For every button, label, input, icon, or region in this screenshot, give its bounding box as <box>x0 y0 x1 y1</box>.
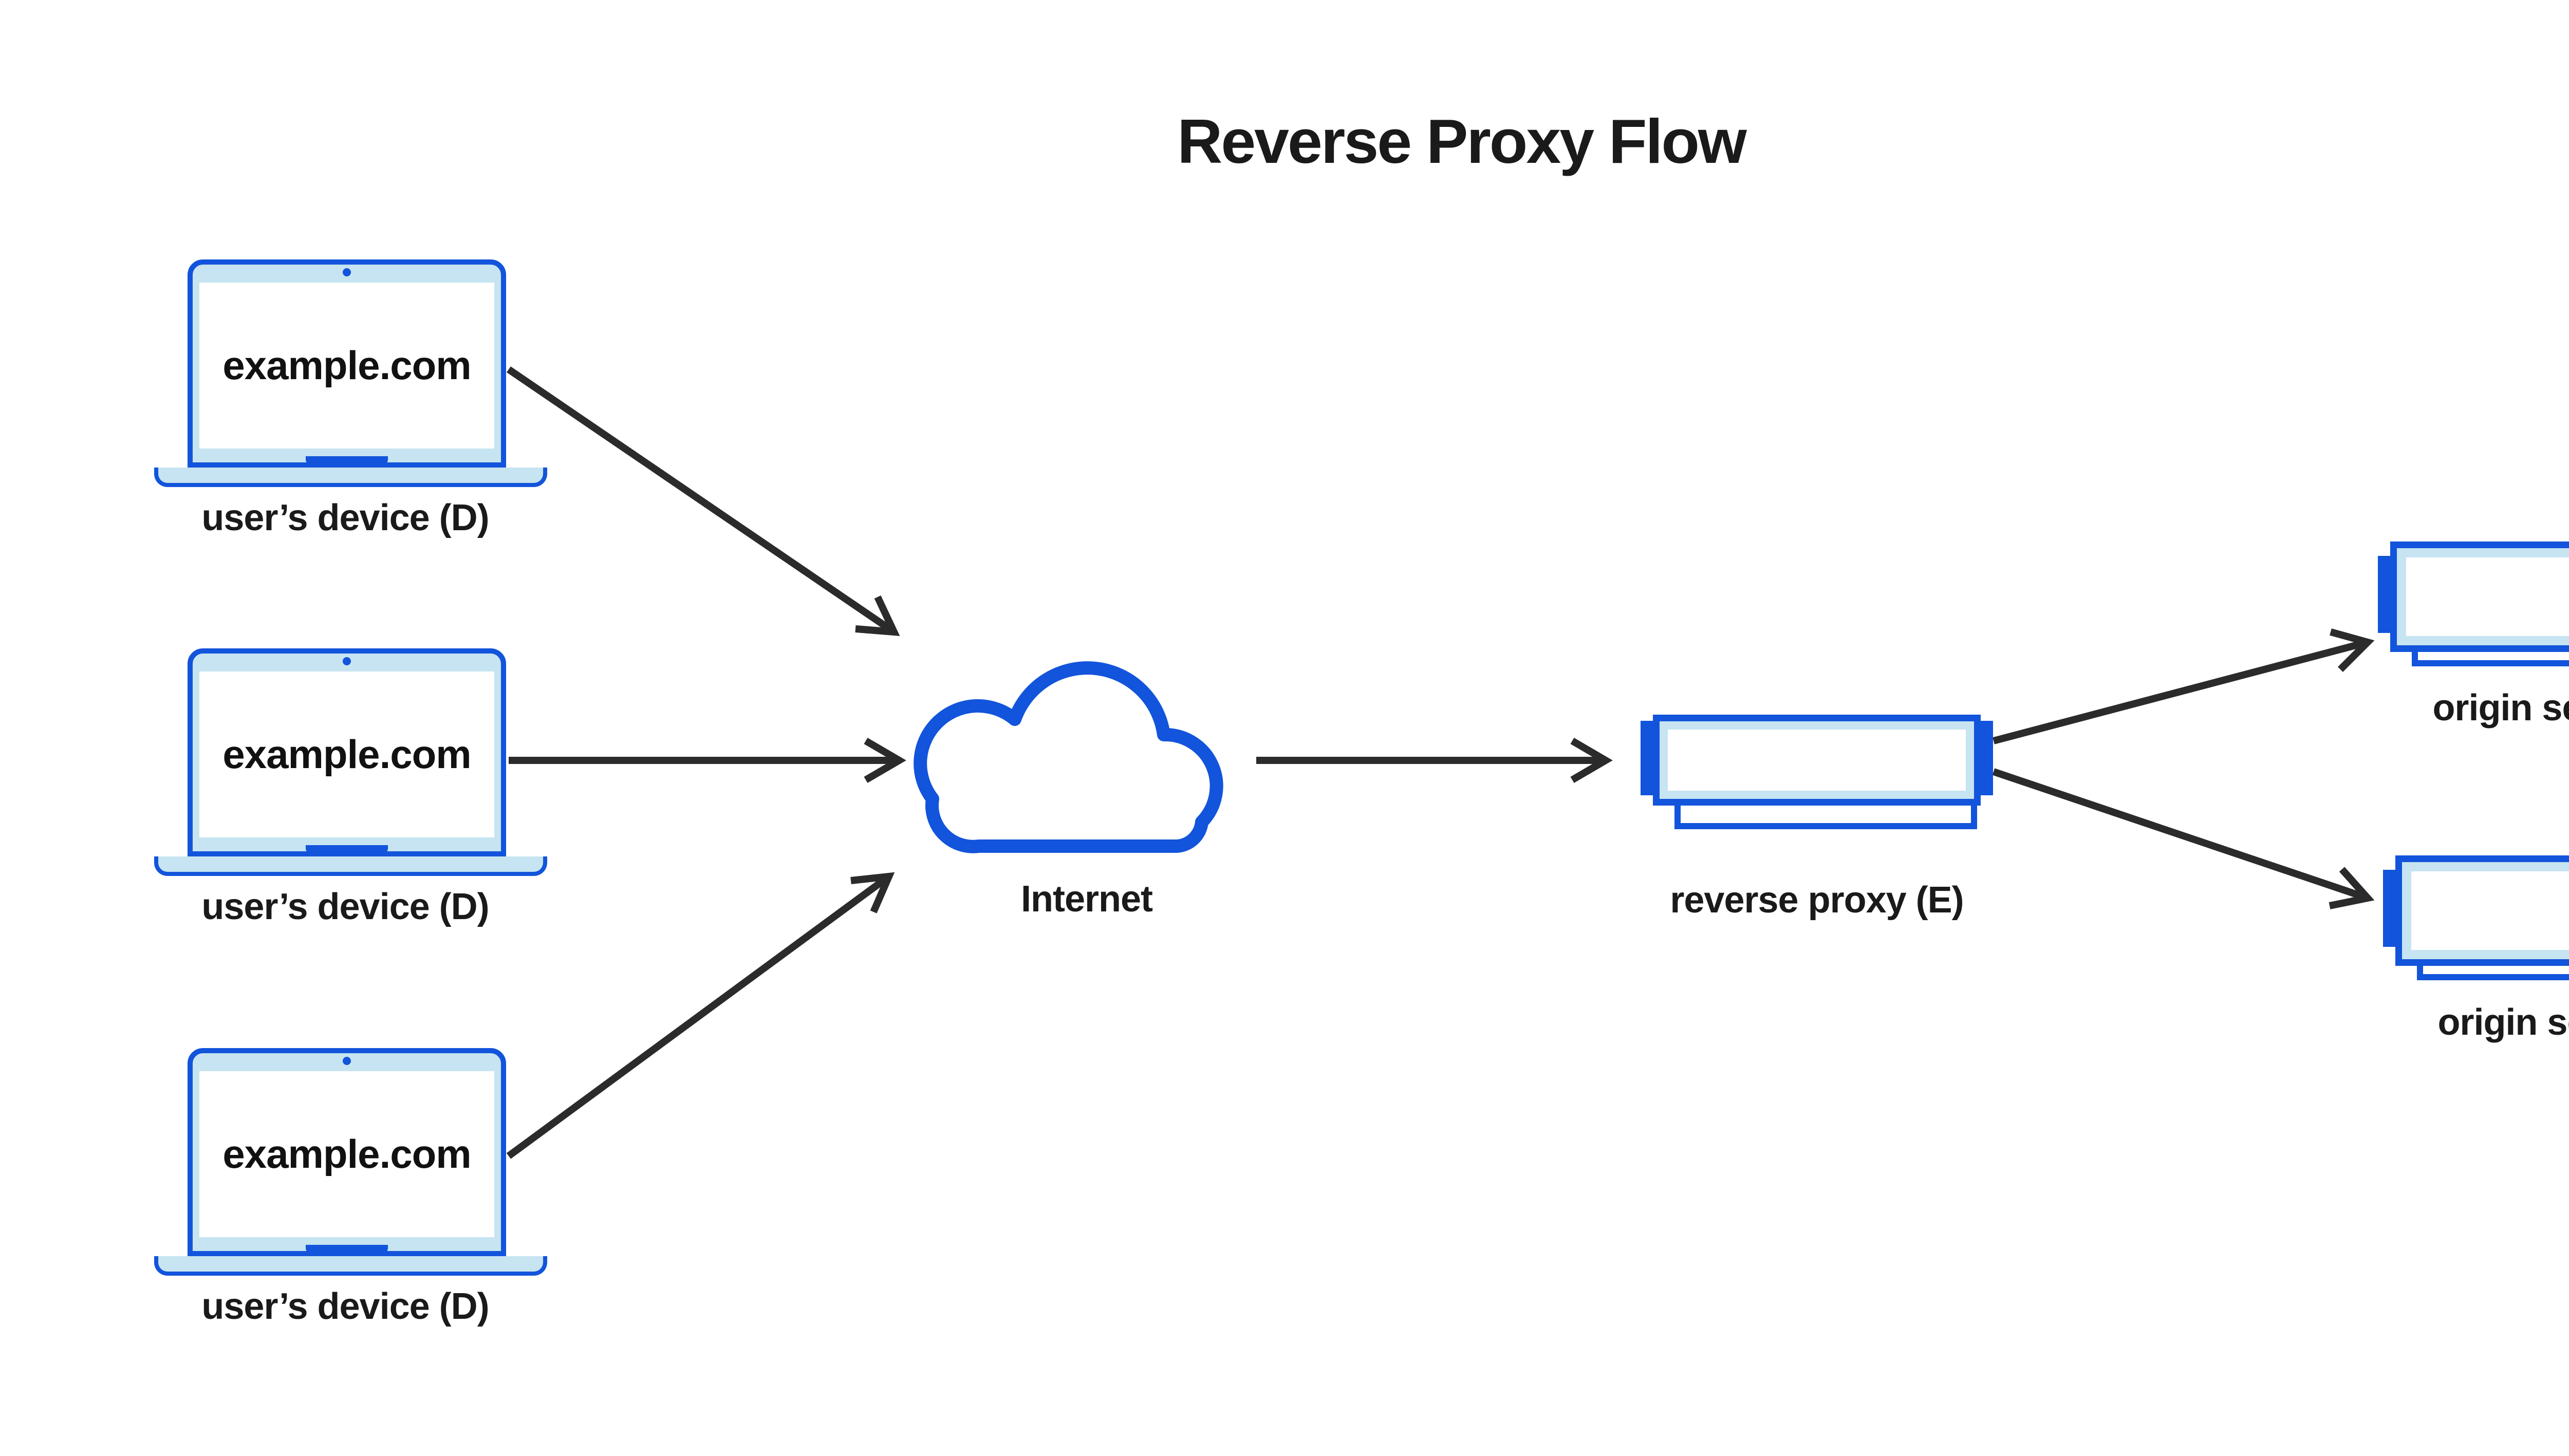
laptop-icon: example.com <box>188 259 506 468</box>
server-front-panel <box>1668 730 1966 791</box>
arrow-proxy-to-origin1 <box>1993 628 2375 744</box>
laptop-hinge-notch <box>306 456 388 465</box>
user-device-2-label: user’s device (D) <box>201 886 489 927</box>
server-base <box>2417 965 2569 980</box>
device-screen-text: example.com <box>222 343 471 388</box>
server-icon <box>1653 715 1981 806</box>
laptop-hinge-notch <box>306 1245 388 1254</box>
laptop-base <box>154 468 547 487</box>
laptop-icon: example.com <box>188 1048 506 1256</box>
laptop-camera-dot <box>343 268 351 276</box>
laptop-base <box>154 856 547 876</box>
origin-server-1-label: origin server (F) <box>2432 687 2569 729</box>
arrow-device3-to-internet <box>506 872 895 1159</box>
device-screen-text: example.com <box>222 732 471 777</box>
laptop-base <box>154 1256 547 1276</box>
server-base <box>1674 805 1977 829</box>
laptop-screen: example.com <box>199 1071 494 1237</box>
laptop-hinge-notch <box>306 845 388 854</box>
diagram-title: Reverse Proxy Flow <box>1177 106 1747 176</box>
arrow-device1-to-internet <box>507 366 900 636</box>
origin-server-2-label: origin server (F) <box>2437 1002 2569 1043</box>
reverse-proxy-server <box>1641 715 1993 829</box>
device-screen-text: example.com <box>222 1131 471 1177</box>
origin-server-2 <box>2383 855 2569 980</box>
server-front-panel <box>2411 871 2569 950</box>
laptop-screen: example.com <box>199 283 494 449</box>
internet-label: Internet <box>1020 879 1153 920</box>
user-device-1-label: user’s device (D) <box>201 497 489 538</box>
arrow-device2-to-internet <box>509 737 906 783</box>
cloud-icon <box>914 661 1223 853</box>
user-device-1: example.com <box>154 259 547 487</box>
reverse-proxy-label: reverse proxy (E) <box>1670 880 1964 921</box>
arrow-internet-to-proxy <box>1256 737 1613 783</box>
server-icon <box>2395 855 2569 966</box>
laptop-icon: example.com <box>188 648 506 856</box>
user-device-2: example.com <box>154 648 547 876</box>
laptop-camera-dot <box>343 1057 351 1065</box>
server-front-panel <box>2406 557 2569 636</box>
laptop-camera-dot <box>343 657 351 665</box>
user-device-3-label: user’s device (D) <box>201 1286 489 1327</box>
server-base <box>2412 651 2569 666</box>
server-icon <box>2390 542 2569 652</box>
user-device-3: example.com <box>154 1048 547 1276</box>
arrow-proxy-to-origin2 <box>1992 768 2375 909</box>
laptop-screen: example.com <box>199 671 494 837</box>
origin-server-1 <box>2378 542 2569 666</box>
